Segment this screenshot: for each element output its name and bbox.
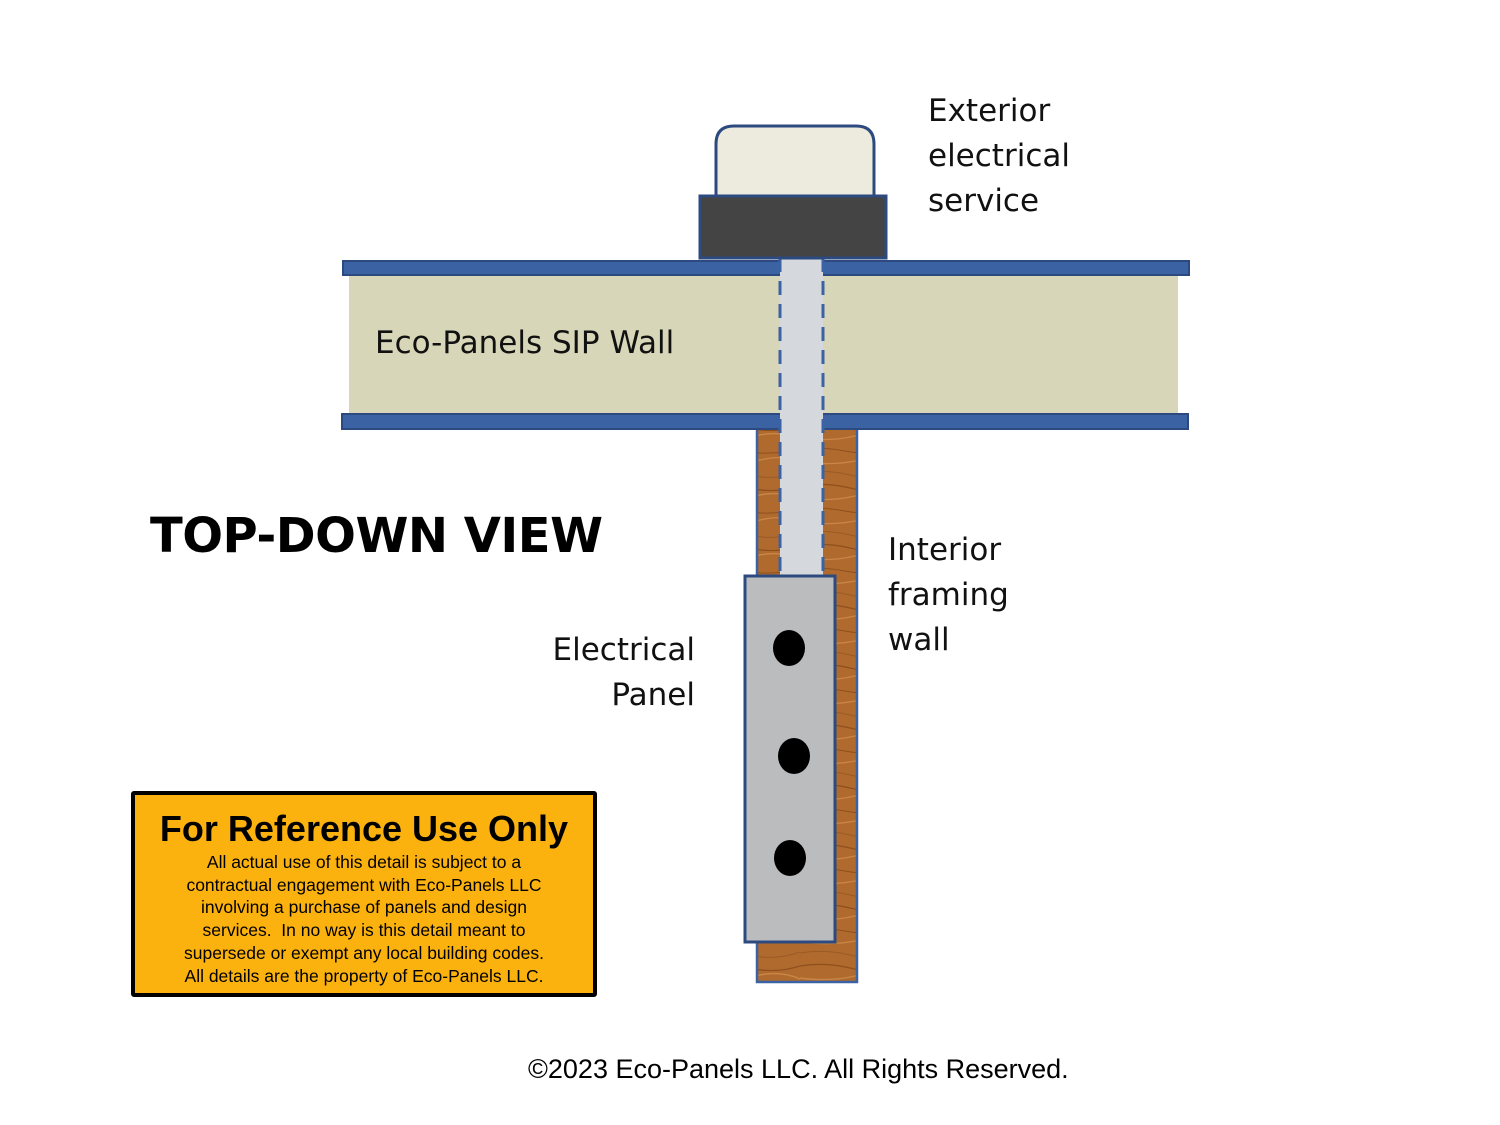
label-line: service (928, 183, 1040, 219)
copyright-notice: ©2023 Eco-Panels LLC. All Rights Reserve… (528, 1054, 1069, 1084)
notice-line: All actual use of this detail is subject… (206, 852, 522, 872)
view-title: TOP-DOWN VIEW (150, 508, 603, 564)
label-line: wall (888, 622, 950, 658)
sip-interior-skin (341, 413, 1189, 430)
notice-body: All actual use of this detail is subject… (135, 851, 593, 987)
label-line: electrical (928, 138, 1070, 174)
breaker-dot (778, 738, 810, 774)
exterior-service-label: Exterior electrical service (928, 89, 1148, 224)
label-line: Panel (611, 677, 695, 713)
breaker-dot (774, 840, 806, 876)
interior-wall-label: Interior framing wall (888, 528, 1108, 663)
notice-line: contractual engagement with Eco-Panels L… (186, 874, 542, 895)
label-line: framing (888, 577, 1009, 613)
label-line: Electrical (552, 632, 695, 668)
sip-exterior-skin (342, 260, 1190, 276)
reference-notice: For Reference Use Only All actual use of… (131, 791, 597, 997)
notice-line: involving a purchase of panels and desig… (201, 897, 527, 918)
meter-cap (714, 124, 876, 198)
sip-wall-label: Eco-Panels SIP Wall (375, 325, 675, 361)
electrical-panel-label: Electrical Panel (520, 628, 695, 718)
conduit (780, 258, 823, 576)
label-line: Exterior (928, 93, 1051, 129)
notice-line: All details are the property of Eco-Pane… (184, 965, 544, 986)
label-line: Interior (888, 532, 1002, 568)
breaker-dot (773, 630, 805, 666)
notice-title: For Reference Use Only (159, 808, 569, 849)
meter-base (698, 194, 888, 260)
sip-wall-core (349, 274, 1178, 416)
notice-line: supersede or exempt any local building c… (184, 942, 544, 963)
notice-line: services. In no way is this detail meant… (202, 920, 526, 941)
